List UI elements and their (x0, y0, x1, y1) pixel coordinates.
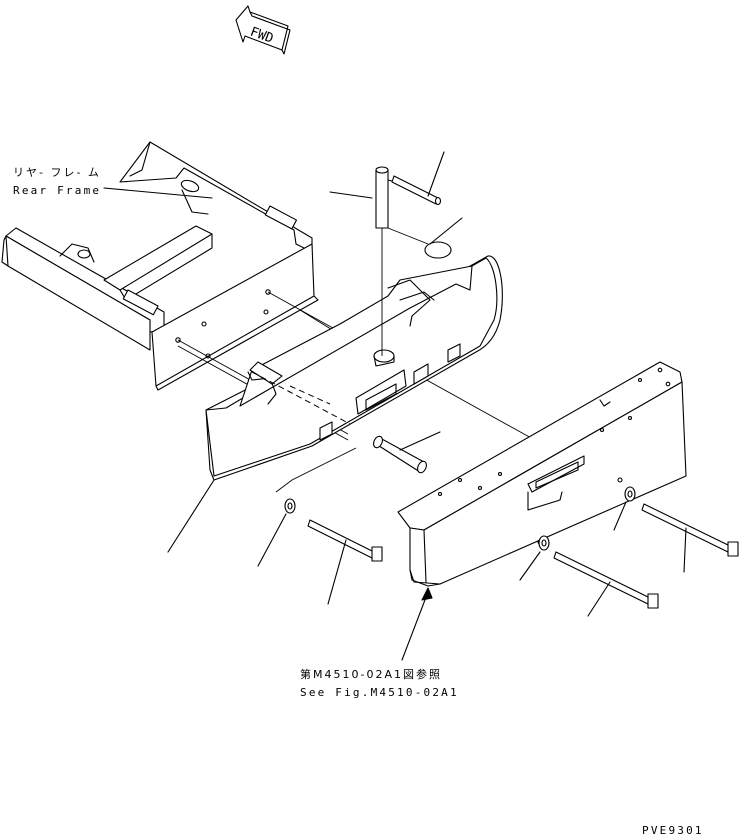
bumper-washers (257, 486, 636, 581)
see-fig-label-jp: 第M4510-02A1図参照 (300, 668, 442, 681)
alignment-dashed-line-2 (289, 385, 331, 405)
rear-frame-label-en: Rear Frame (13, 184, 102, 197)
lifting-pin (329, 166, 397, 356)
spacer-tube (373, 431, 441, 474)
rear-frame (1, 141, 319, 391)
leader-lines (103, 187, 433, 661)
bumper-plate (397, 361, 687, 587)
alignment-dashed-line (251, 371, 351, 425)
counterweight (205, 255, 503, 481)
long-bolts (307, 503, 739, 617)
fwd-arrow-icon: FWD (235, 5, 291, 55)
washer (387, 217, 463, 259)
see-fig-label-en: See Fig.M4510-02A1 (300, 686, 459, 699)
drawing-code: PVE9301 (642, 824, 704, 837)
rear-frame-label-jp: リヤ- フレ- ム (13, 166, 101, 179)
split-pin (391, 151, 445, 206)
